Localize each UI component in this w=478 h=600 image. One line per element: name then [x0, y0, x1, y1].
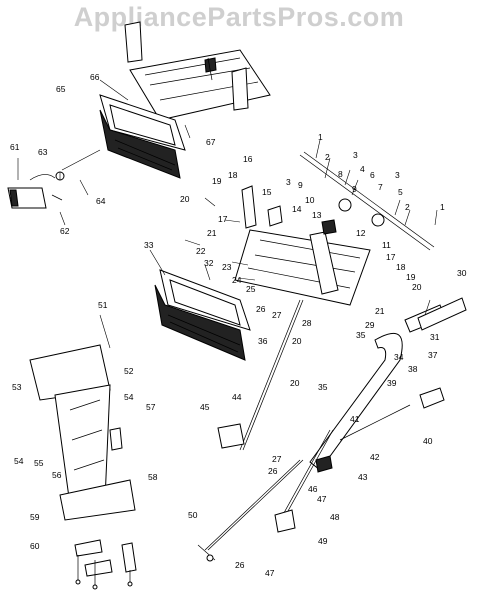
callout-60: 60 — [30, 541, 40, 551]
callout-10: 10 — [305, 195, 315, 205]
callout-19b: 19 — [406, 272, 416, 282]
callout-35b: 35 — [318, 382, 328, 392]
callout-39: 39 — [387, 378, 397, 388]
callout-3c: 3 — [395, 170, 400, 180]
callout-56: 56 — [52, 470, 62, 480]
callout-54b: 54 — [124, 392, 134, 402]
callout-14: 14 — [292, 204, 302, 214]
callout-36: 36 — [258, 336, 268, 346]
callout-62: 62 — [60, 226, 70, 236]
callout-66: 66 — [90, 72, 100, 82]
callout-61: 61 — [10, 142, 20, 152]
callout-54a: 54 — [14, 456, 24, 466]
callout-48: 48 — [330, 512, 340, 522]
callout-47b: 47 — [265, 568, 275, 578]
callout-27a: 27 — [272, 310, 282, 320]
callout-53: 53 — [12, 382, 22, 392]
callout-18a: 18 — [228, 170, 238, 180]
callout-5: 5 — [398, 187, 403, 197]
callout-33: 33 — [144, 240, 154, 250]
callout-26c: 26 — [235, 560, 245, 570]
main-frame — [234, 151, 435, 306]
callout-37: 37 — [428, 350, 438, 360]
callout-27b: 27 — [272, 454, 282, 464]
callout-15: 15 — [262, 187, 272, 197]
callout-34: 34 — [394, 352, 404, 362]
callout-1b: 1 — [440, 202, 445, 212]
callout-21b: 21 — [375, 306, 385, 316]
callout-22: 22 — [196, 246, 206, 256]
callout-25: 25 — [246, 284, 256, 294]
callout-3a: 3 — [353, 150, 358, 160]
callout-67: 67 — [206, 137, 216, 147]
callout-51: 51 — [98, 300, 108, 310]
callout-3b: 3 — [286, 177, 291, 187]
callout-49: 49 — [318, 536, 328, 546]
leader-lines — [17, 79, 438, 349]
callout-57: 57 — [146, 402, 156, 412]
callout-30: 30 — [457, 268, 467, 278]
callout-44: 44 — [232, 392, 242, 402]
callout-59: 59 — [30, 512, 40, 522]
callout-40: 40 — [423, 436, 433, 446]
callout-32: 32 — [204, 258, 214, 268]
callout-9a: 9 — [298, 180, 303, 190]
callout-52: 52 — [124, 366, 134, 376]
callout-20a: 20 — [180, 194, 190, 204]
callout-64: 64 — [96, 196, 106, 206]
callout-17a: 17 — [218, 214, 228, 224]
chute-hardware — [74, 539, 137, 590]
callout-6: 6 — [370, 170, 375, 180]
callout-55: 55 — [34, 458, 44, 468]
callout-7: 7 — [378, 182, 383, 192]
callout-21a: 21 — [207, 228, 217, 238]
headlight-housing-top — [99, 94, 186, 179]
headlight-housing-lower — [154, 269, 251, 361]
bar-tube — [417, 297, 467, 331]
lamp-and-wire — [7, 149, 101, 209]
callout-31: 31 — [430, 332, 440, 342]
callout-20c: 20 — [292, 336, 302, 346]
callout-50: 50 — [188, 510, 198, 520]
callout-12: 12 — [356, 228, 366, 238]
callout-42: 42 — [370, 452, 380, 462]
callout-45: 45 — [200, 402, 210, 412]
callout-46: 46 — [308, 484, 318, 494]
callout-26b: 26 — [268, 466, 278, 476]
callout-20b: 20 — [412, 282, 422, 292]
callout-17b: 17 — [386, 252, 396, 262]
callout-20d: 20 — [290, 378, 300, 388]
callout-28: 28 — [302, 318, 312, 328]
handles-and-rods — [197, 299, 446, 562]
callout-19a: 19 — [212, 176, 222, 186]
callout-8: 8 — [338, 169, 343, 179]
callout-35a: 35 — [356, 330, 366, 340]
top-panel-assembly — [124, 21, 271, 121]
callout-23: 23 — [222, 262, 232, 272]
callout-26a: 26 — [256, 304, 266, 314]
callout-43: 43 — [358, 472, 368, 482]
callout-2a: 2 — [325, 152, 330, 162]
callout-47a: 47 — [317, 494, 327, 504]
callout-13: 13 — [312, 210, 322, 220]
callout-29: 29 — [365, 320, 375, 330]
callout-58: 58 — [148, 472, 158, 482]
callout-1a: 1 — [318, 132, 323, 142]
callout-38: 38 — [408, 364, 418, 374]
callout-18b: 18 — [396, 262, 406, 272]
callout-11: 11 — [382, 240, 391, 250]
callout-9b: 9 — [352, 184, 357, 194]
discharge-chute — [29, 344, 136, 521]
callout-16: 16 — [243, 154, 253, 164]
callout-24: 24 — [232, 275, 242, 285]
callout-2b: 2 — [405, 202, 410, 212]
callout-63: 63 — [38, 147, 48, 157]
callout-65: 65 — [56, 84, 66, 94]
callout-numbers: 1 1 2 2 3 3 3 4 5 6 7 8 9 9 10 11 12 13 … — [10, 72, 467, 578]
callout-41: 41 — [350, 414, 360, 424]
callout-4: 4 — [360, 164, 365, 174]
